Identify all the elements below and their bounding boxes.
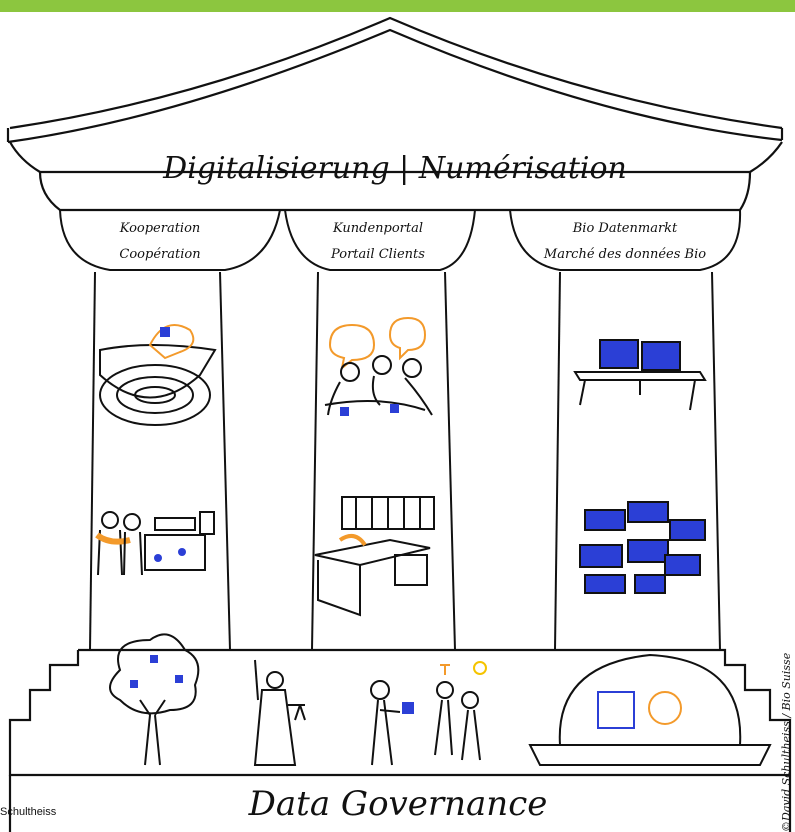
computer-desk-icon	[573, 339, 707, 411]
helmet-security-icon	[528, 653, 772, 766]
justice-icon	[253, 659, 306, 766]
pillar-2-line1: Kundenportal	[332, 221, 423, 236]
people-chat-icon	[324, 316, 433, 416]
base-steps	[8, 648, 792, 832]
kitchen-icon	[314, 496, 435, 617]
server-racks-icon	[579, 501, 706, 594]
pillar-shafts	[89, 271, 721, 651]
roundtable-icon	[99, 324, 217, 426]
pillar-2-line2: Portail Clients	[330, 247, 425, 262]
tree-icon	[109, 633, 200, 766]
pillar-3-line2: Marché des données Bio	[543, 247, 706, 262]
pillar-1-line1: Kooperation	[119, 221, 201, 236]
credit-left: Schultheiss	[0, 806, 57, 818]
pillar-3-line1: Bio Datenmarkt	[572, 221, 678, 236]
roof	[6, 16, 784, 212]
farmer-meeting-icon	[95, 511, 215, 576]
credit-right: ©David Schultheiss / Bio Suisse	[780, 652, 793, 832]
capitals	[59, 209, 742, 271]
people-exchange-icon	[370, 661, 487, 766]
top-bar	[0, 0, 795, 12]
pillar-1-line2: Coopération	[119, 247, 200, 262]
roof-title: Digitalisierung | Numérisation	[162, 151, 627, 186]
foundation-label: Data Governance	[248, 784, 548, 824]
